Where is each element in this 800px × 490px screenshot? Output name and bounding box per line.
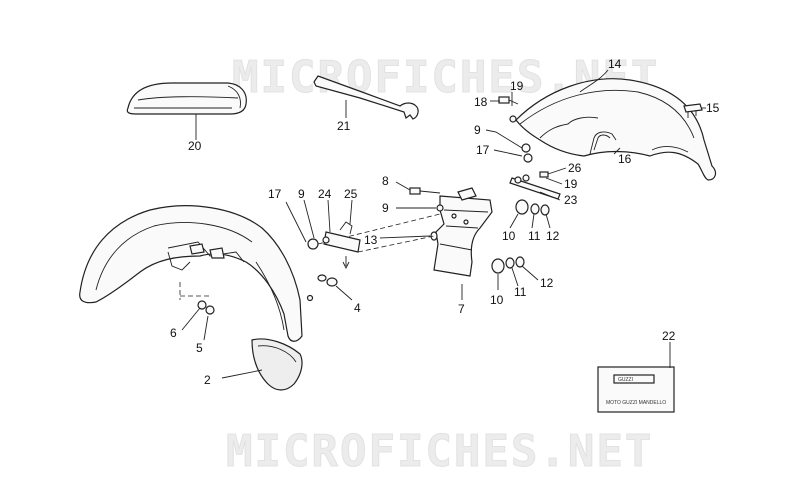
callout-2: 2 [204, 373, 211, 387]
label-plate-part: GUZZI MOTO GUZZI MANDELLO [597, 366, 675, 413]
callout-9-rear: 9 [474, 123, 481, 137]
callout-21: 21 [337, 119, 351, 133]
bracket-bolts [409, 187, 444, 241]
leader-lines [181, 69, 706, 379]
watermark-bottom: MICROFICHES.NET [226, 426, 653, 477]
front-fender-guide [179, 282, 210, 300]
callout-10-lower: 10 [490, 293, 504, 307]
label-plate-line: MOTO GUZZI MANDELLO [606, 400, 666, 406]
bracket-arm-part [509, 171, 561, 200]
front-fender-fasteners [197, 274, 338, 315]
callout-20: 20 [188, 139, 202, 153]
callout-5: 5 [196, 341, 203, 355]
callout-17-rear: 17 [476, 143, 490, 157]
callout-19-top: 19 [510, 79, 524, 93]
rear-fender-part [515, 78, 717, 181]
callout-11-lower: 11 [514, 285, 527, 299]
rear-fender-bolts [498, 96, 533, 163]
callout-26: 26 [568, 161, 582, 175]
callout-15: 15 [706, 101, 720, 115]
label-plate-brand: GUZZI [618, 377, 633, 383]
watermark-top: MICROFICHES.NET [232, 52, 659, 103]
plate-bracket-part [433, 187, 493, 277]
front-fender-part [79, 205, 303, 342]
callout-19-arm: 19 [564, 177, 578, 191]
callout-12-lower: 12 [540, 276, 554, 290]
callout-13: 13 [364, 233, 378, 247]
callout-9-front: 9 [298, 187, 305, 201]
callout-14: 14 [608, 57, 622, 71]
grommets-upper [515, 199, 550, 216]
callout-9-bracket: 9 [382, 201, 389, 215]
callout-16: 16 [618, 152, 632, 166]
callout-18: 18 [474, 95, 488, 109]
callout-7: 7 [458, 302, 465, 316]
small-bracket-part [307, 221, 361, 270]
fender-handle-part [589, 131, 617, 155]
mudflap-part [251, 338, 303, 391]
callout-22: 22 [662, 329, 676, 343]
callout-12-upper: 12 [546, 229, 560, 243]
fender-knob-part [683, 103, 703, 118]
callout-25: 25 [344, 187, 358, 201]
callout-8: 8 [382, 174, 389, 188]
callout-10-upper: 10 [502, 229, 516, 243]
callout-11-upper: 11 [528, 229, 541, 243]
callout-24: 24 [318, 187, 332, 201]
callout-4: 4 [354, 301, 361, 315]
assembly-line-lower [357, 235, 435, 253]
callout-23: 23 [564, 193, 578, 207]
grommets-lower [491, 256, 525, 274]
callout-17-front: 17 [268, 187, 282, 201]
seat-part [126, 82, 247, 115]
wrench-part [313, 75, 419, 120]
callout-labels: 20 21 18 19 14 15 9 17 16 26 19 23 8 9 1… [170, 57, 720, 387]
callout-6: 6 [170, 326, 177, 340]
